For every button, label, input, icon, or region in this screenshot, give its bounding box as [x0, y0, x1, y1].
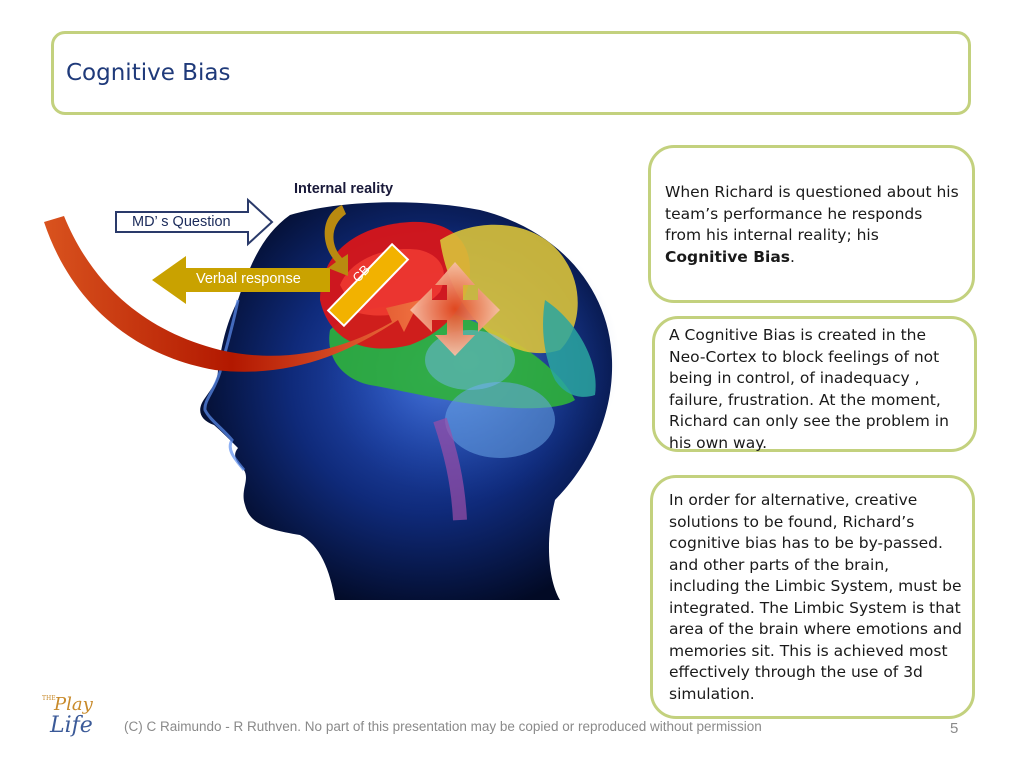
verbal-response-label: Verbal response — [196, 271, 301, 287]
slide-title: Cognitive Bias — [66, 60, 231, 86]
box1-text-end: . — [790, 247, 795, 266]
red-curved-arrow — [44, 216, 420, 372]
play-life-logo: THE Play Life — [40, 688, 106, 740]
box3-text: In order for alternative, creative solut… — [669, 491, 962, 703]
cb-bar — [326, 242, 410, 328]
md-question-label: MD’ s Question — [132, 214, 231, 230]
explanation-box-3: In order for alternative, creative solut… — [650, 475, 975, 719]
copyright-footer: (C) C Raimundo - R Ruthven. No part of t… — [124, 719, 762, 734]
svg-text:THE: THE — [42, 695, 56, 702]
title-box: Cognitive Bias — [51, 31, 971, 115]
explanation-box-2: A Cognitive Bias is created in the Neo-C… — [652, 316, 977, 452]
box1-bold-text: Cognitive Bias — [665, 247, 791, 266]
brain-stem — [433, 417, 467, 521]
brain-head-illustration — [44, 197, 620, 600]
page-number: 5 — [950, 720, 959, 737]
internal-reality-label: Internal reality — [294, 181, 394, 197]
box2-text: A Cognitive Bias is created in the Neo-C… — [669, 326, 949, 452]
cerebellum — [445, 382, 555, 458]
md-question-arrow — [115, 197, 274, 247]
svg-text:Play: Play — [53, 694, 94, 715]
explanation-box-1: When Richard is questioned about his tea… — [648, 145, 975, 303]
curved-gold-arrow — [324, 205, 348, 276]
logo-graphic: THE Play Life — [42, 694, 94, 738]
svg-text:Life: Life — [49, 713, 93, 738]
verbal-response-arrow — [152, 256, 330, 304]
brain-teal-lobe — [543, 300, 596, 397]
box1-text: When Richard is questioned about his tea… — [665, 183, 959, 244]
four-way-cross-arrow — [410, 262, 500, 356]
